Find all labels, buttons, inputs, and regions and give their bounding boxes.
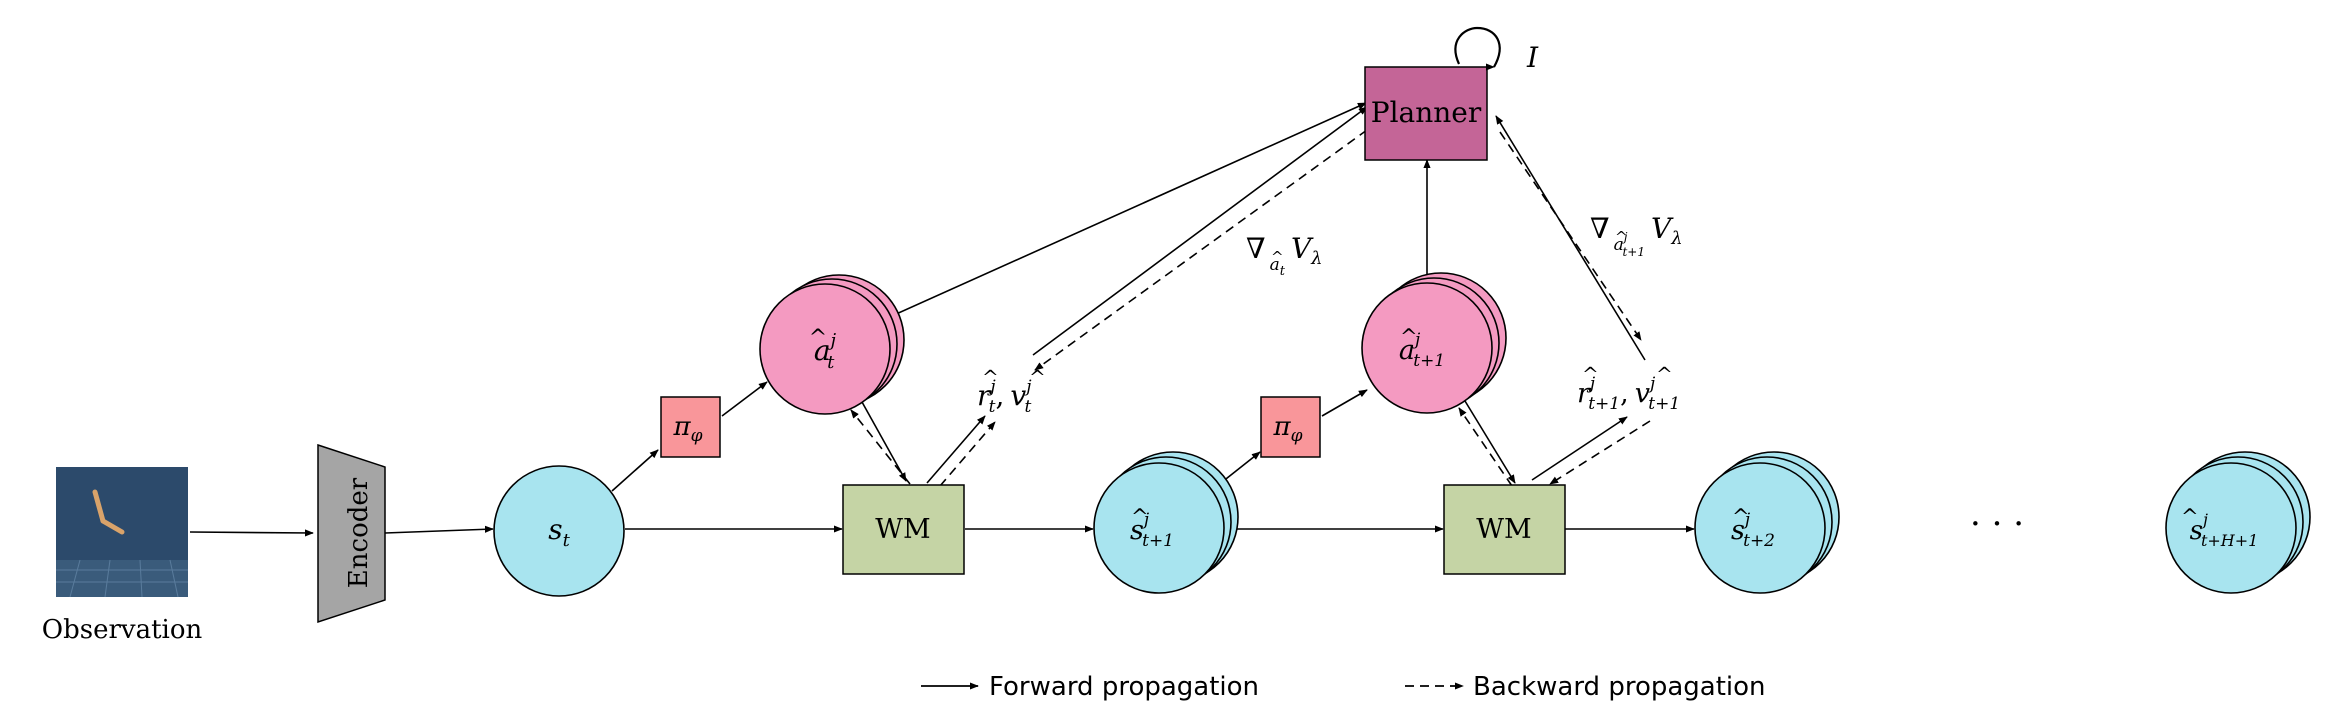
- svg-text:WM: WM: [875, 514, 930, 545]
- svg-text:∇ajt+1Vλ: ∇ajt+1Vλ: [1590, 212, 1683, 259]
- planner-label: Planner: [1371, 96, 1482, 129]
- svg-text:^: ^: [1271, 248, 1284, 266]
- svg-text:∇atVλ: ∇atVλ: [1246, 232, 1323, 279]
- policy-box-2: πφ: [1260, 396, 1321, 458]
- svg-text:^: ^: [1400, 325, 1418, 349]
- encoder-label: Encoder: [344, 477, 374, 588]
- svg-text:rjt,vjt: rjt,vjt: [977, 377, 1032, 417]
- legend-forward-label: Forward propagation: [989, 672, 1259, 702]
- pendulum-link-1: [92, 489, 106, 524]
- gradient-label-1: ∇atVλ ^: [1246, 232, 1323, 279]
- planner-loop-label: I: [1526, 41, 1539, 74]
- planner-self-loop: [1454, 26, 1502, 68]
- policy-box-1: πφ: [660, 396, 721, 458]
- svg-text:^: ^: [1615, 228, 1628, 246]
- svg-text:^: ^: [1131, 505, 1149, 529]
- st-sub: t: [563, 530, 571, 551]
- encoder-block: Encoder: [317, 443, 386, 624]
- svg-text:^: ^: [982, 365, 999, 389]
- svg-text:st: st: [548, 513, 570, 551]
- policy-1-symbol: π: [673, 412, 692, 442]
- svg-text:ajt+1: ajt+1: [1399, 330, 1445, 371]
- svg-text:^: ^: [1029, 365, 1046, 389]
- planner-box: Planner: [1364, 66, 1488, 161]
- policy-1-sub: φ: [691, 426, 703, 446]
- svg-text:sjt+2: sjt+2: [1731, 510, 1775, 551]
- pendulum-link-2: [100, 518, 125, 535]
- svg-text:^: ^: [2181, 505, 2199, 529]
- world-model-box-1: WM: [842, 484, 965, 575]
- svg-text:^: ^: [1732, 505, 1750, 529]
- svg-text:^: ^: [809, 326, 827, 351]
- state-node-st: st: [493, 465, 625, 597]
- svg-text:πφ: πφ: [673, 412, 703, 446]
- svg-text:rjt+1,vjt+1: rjt+1,vjt+1: [1577, 374, 1680, 414]
- world-model-box-2: WM: [1443, 484, 1566, 575]
- ellipsis: · · ·: [1970, 504, 2024, 544]
- svg-text:WM: WM: [1476, 514, 1531, 545]
- forward-edges: [189, 102, 1695, 537]
- backward-edges: [850, 129, 1651, 487]
- svg-text:^: ^: [1582, 362, 1599, 386]
- legend-backward-label: Backward propagation: [1473, 672, 1766, 702]
- observation-caption: Observation: [42, 615, 203, 645]
- svg-text:^: ^: [1656, 362, 1673, 386]
- svg-text:sjt+1: sjt+1: [1130, 510, 1174, 551]
- svg-text:ajt: ajt: [814, 330, 837, 373]
- svg-text:sjt+H+1: sjt+H+1: [2190, 510, 2259, 550]
- svg-text:πφ: πφ: [1273, 412, 1303, 446]
- observation-image: [56, 467, 188, 598]
- st-base: s: [548, 513, 562, 546]
- legend: Forward propagation Backward propagation: [921, 672, 1766, 702]
